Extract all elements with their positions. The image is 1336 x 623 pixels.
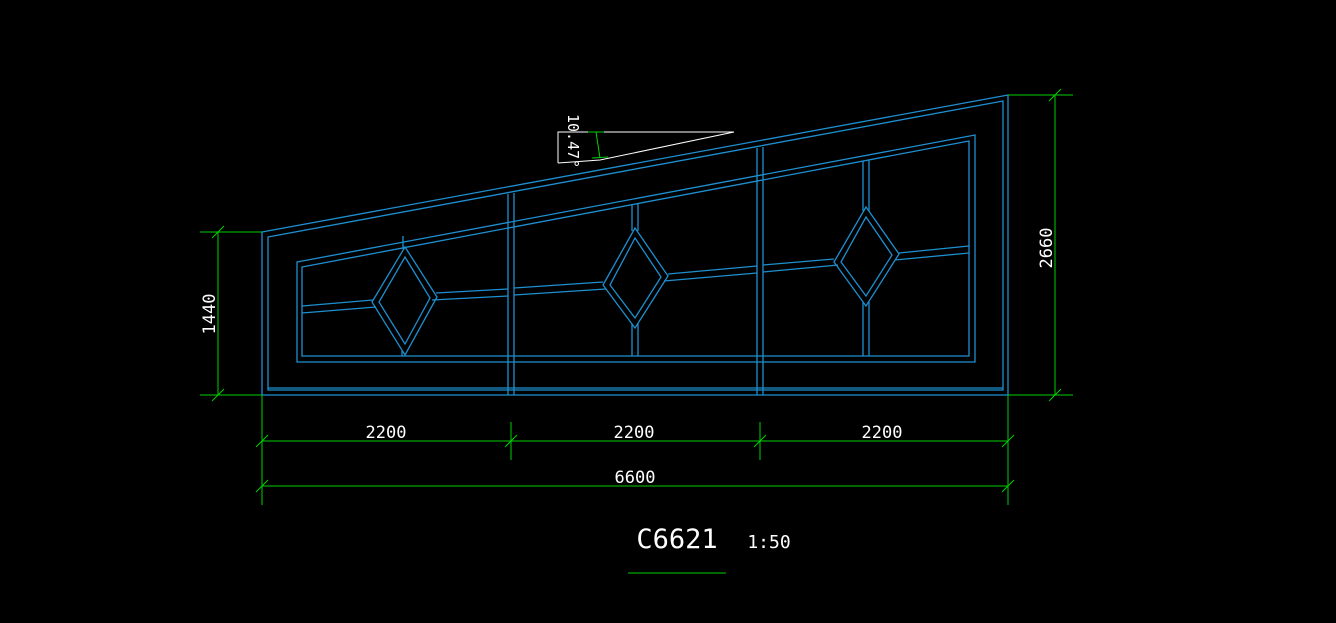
glazing-bar-mid-right-upper [667, 265, 758, 275]
dimension-lines [200, 88, 1073, 574]
panel-width-label-2: 2200 [614, 423, 655, 443]
inner-sash-inner-outline [301, 140, 970, 357]
glazing-bar-right-left-lower [762, 264, 839, 273]
panel-dim-tick-2 [504, 434, 518, 448]
glazing-bar-right-right-upper [898, 245, 970, 254]
right-height-label: 2660 [1037, 228, 1057, 269]
panel-width-label-1: 2200 [366, 423, 407, 443]
total-width-label: 6600 [615, 468, 656, 488]
glazing-bar-left-lower [301, 306, 377, 314]
diamond-right-inner [840, 215, 893, 298]
glazing-bars [301, 160, 970, 357]
inner-sash-outline [296, 134, 976, 363]
dimension-labels: 1440 2660 2200 2200 2200 6600 [200, 228, 1057, 488]
outer-frame-inner-outline [267, 100, 1004, 391]
total-dim-tick-right [1001, 479, 1015, 493]
panel-dim-tick-3 [753, 434, 767, 448]
diamond-middle-inner [609, 236, 662, 320]
total-dim-tick-left [255, 479, 269, 493]
panel-dim-tick-4 [1001, 434, 1015, 448]
left-dim-tick-top [211, 225, 225, 239]
left-height-label: 1440 [200, 294, 220, 335]
angle-dimension-line [595, 131, 601, 159]
diamond-right-outer [833, 205, 900, 308]
left-dim-tick-bottom [211, 388, 225, 402]
glazing-bar-mid-left-lower [513, 288, 607, 296]
panel-width-label-3: 2200 [862, 423, 903, 443]
right-dim-tick-bottom [1048, 388, 1062, 402]
glazing-bar-mid-left-upper [513, 281, 604, 289]
panel-dim-tick-1 [255, 434, 269, 448]
glazing-bar-right-right-lower [894, 252, 970, 261]
drawing-title: C6621 [636, 524, 717, 555]
diamond-left-outer [371, 245, 438, 357]
glazing-bar-mid-right-lower [663, 272, 758, 282]
right-dim-tick-top [1048, 88, 1062, 102]
drawing-scale: 1:50 [747, 532, 790, 553]
diamond-middle-outer [602, 226, 669, 330]
diamond-left-inner [378, 255, 431, 346]
glazing-bar-right-left-upper [762, 258, 835, 266]
angle-label: 10.47° [564, 114, 582, 168]
angle-triangle [557, 131, 735, 164]
slope-angle-marker: 10.47° [557, 114, 735, 168]
glazing-bar-left-right-upper [435, 288, 509, 294]
glazing-bar-left-right-lower [431, 295, 509, 301]
angle-tick-bottom [591, 156, 609, 159]
window-frame [261, 94, 1009, 396]
glazing-bar-left-upper [301, 299, 374, 307]
